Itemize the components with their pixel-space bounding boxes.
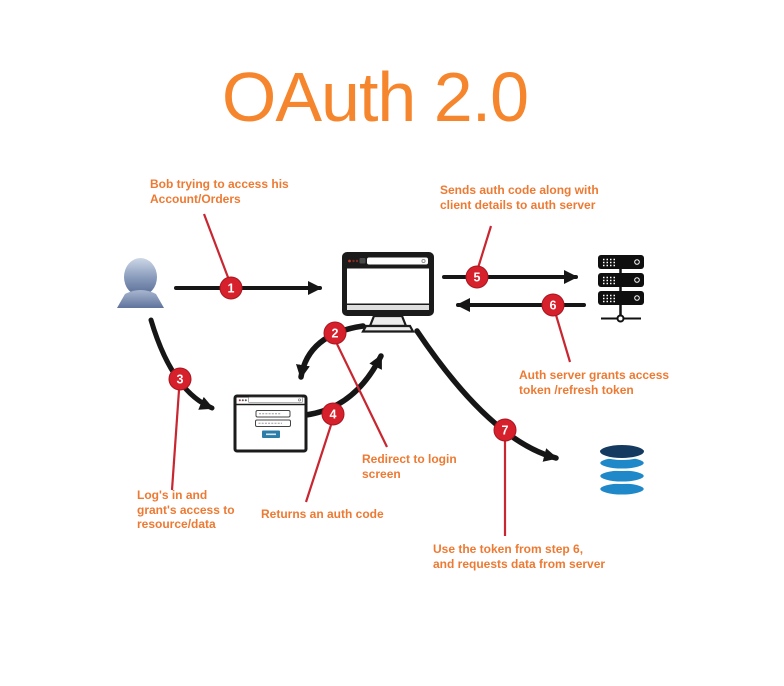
login-window-icon — [233, 394, 308, 453]
database-icon — [597, 443, 647, 498]
annotation-step-3: Log's in and grant's access to resource/… — [137, 488, 235, 531]
step-badge-3: 3 — [168, 367, 192, 391]
arrow-step-2 — [296, 323, 366, 380]
step-badge-1: 1 — [219, 276, 243, 300]
step-badges: 1 2 3 4 5 6 7 — [168, 265, 565, 442]
annotation-step-4: Returns an auth code — [261, 507, 384, 521]
arrow-step-7 — [414, 328, 559, 462]
step-number-2: 2 — [332, 327, 339, 341]
annotation-step-1: Bob trying to access his Account/Orders — [150, 177, 289, 206]
annotation-step-7: Use the token from step 6, and requests … — [433, 542, 606, 571]
step-number-6: 6 — [550, 299, 557, 313]
step-number-1: 1 — [228, 282, 235, 296]
step-number-3: 3 — [177, 373, 184, 387]
user-icon — [117, 258, 164, 308]
leader-lines — [170, 213, 572, 536]
leader-step-4 — [304, 424, 333, 503]
leader-step-5 — [476, 225, 493, 269]
step-badge-4: 4 — [321, 402, 345, 426]
step-badge-5: 5 — [465, 265, 489, 289]
annotation-step-6: Auth server grants access token /refresh… — [519, 368, 670, 397]
computer-monitor-icon — [342, 252, 434, 333]
step-number-5: 5 — [474, 271, 481, 285]
arrow-step-3 — [148, 317, 215, 411]
page-title: OAuth 2.0 — [221, 58, 529, 136]
step-badge-7: 7 — [493, 418, 517, 442]
search-icon — [421, 258, 426, 264]
arrow-step-4 — [303, 353, 384, 418]
server-stack-icon — [598, 255, 644, 323]
leader-step-2 — [336, 343, 388, 448]
annotation-step-2: Redirect to login screen — [362, 452, 457, 481]
step-number-7: 7 — [502, 424, 509, 438]
step-badge-6: 6 — [541, 293, 565, 317]
annotation-step-5: Sends auth code along with client detail… — [440, 183, 599, 212]
leader-step-3 — [170, 389, 181, 491]
leader-step-1 — [202, 213, 231, 281]
step-number-4: 4 — [330, 408, 337, 422]
leader-step-6 — [554, 314, 572, 363]
step-badge-2: 2 — [323, 321, 347, 345]
